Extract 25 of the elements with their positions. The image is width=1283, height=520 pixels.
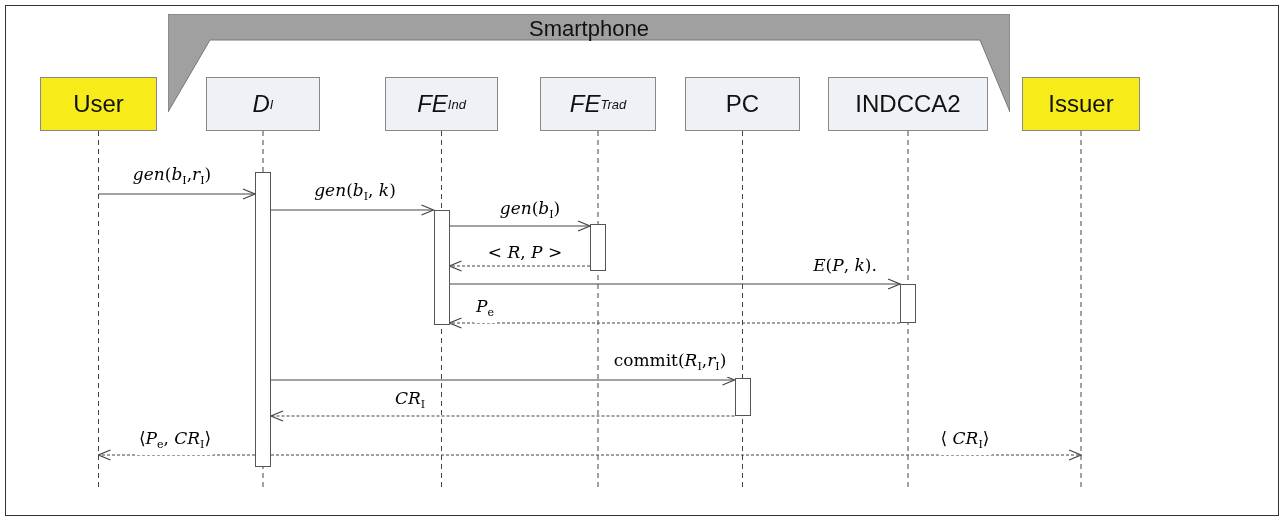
message-label: commit(R$_{I}$,r$_{I}$) xyxy=(611,350,729,378)
activation-bar xyxy=(255,172,271,467)
message-arrow xyxy=(448,260,591,272)
message-arrow xyxy=(448,220,591,232)
activation-bar xyxy=(734,378,751,416)
participant-box: PC xyxy=(685,77,800,131)
activation-bar xyxy=(900,284,916,323)
message-label: E(P, k). xyxy=(811,255,879,275)
group-title: Smartphone xyxy=(528,16,650,42)
message-arrow xyxy=(448,317,901,329)
device-bracket xyxy=(168,14,1010,112)
participant-box: User xyxy=(40,77,157,131)
message-arrow xyxy=(97,188,256,200)
message-arrow xyxy=(448,278,901,290)
activation-bar xyxy=(433,210,450,325)
message-arrow xyxy=(270,204,435,216)
activation-bar xyxy=(590,224,606,271)
participant-box: Issuer xyxy=(1022,77,1140,131)
message-label: ⟨P$_{e}$, CR$_{I}$⟩ xyxy=(136,428,214,456)
message-arrow xyxy=(270,410,736,422)
message-label: ⟨ CR$_{I}$⟩ xyxy=(938,428,992,456)
message-arrow xyxy=(97,449,256,461)
message-arrow xyxy=(270,374,736,386)
participant-box: INDCCA2 xyxy=(828,77,988,131)
message-arrow xyxy=(270,449,1082,461)
